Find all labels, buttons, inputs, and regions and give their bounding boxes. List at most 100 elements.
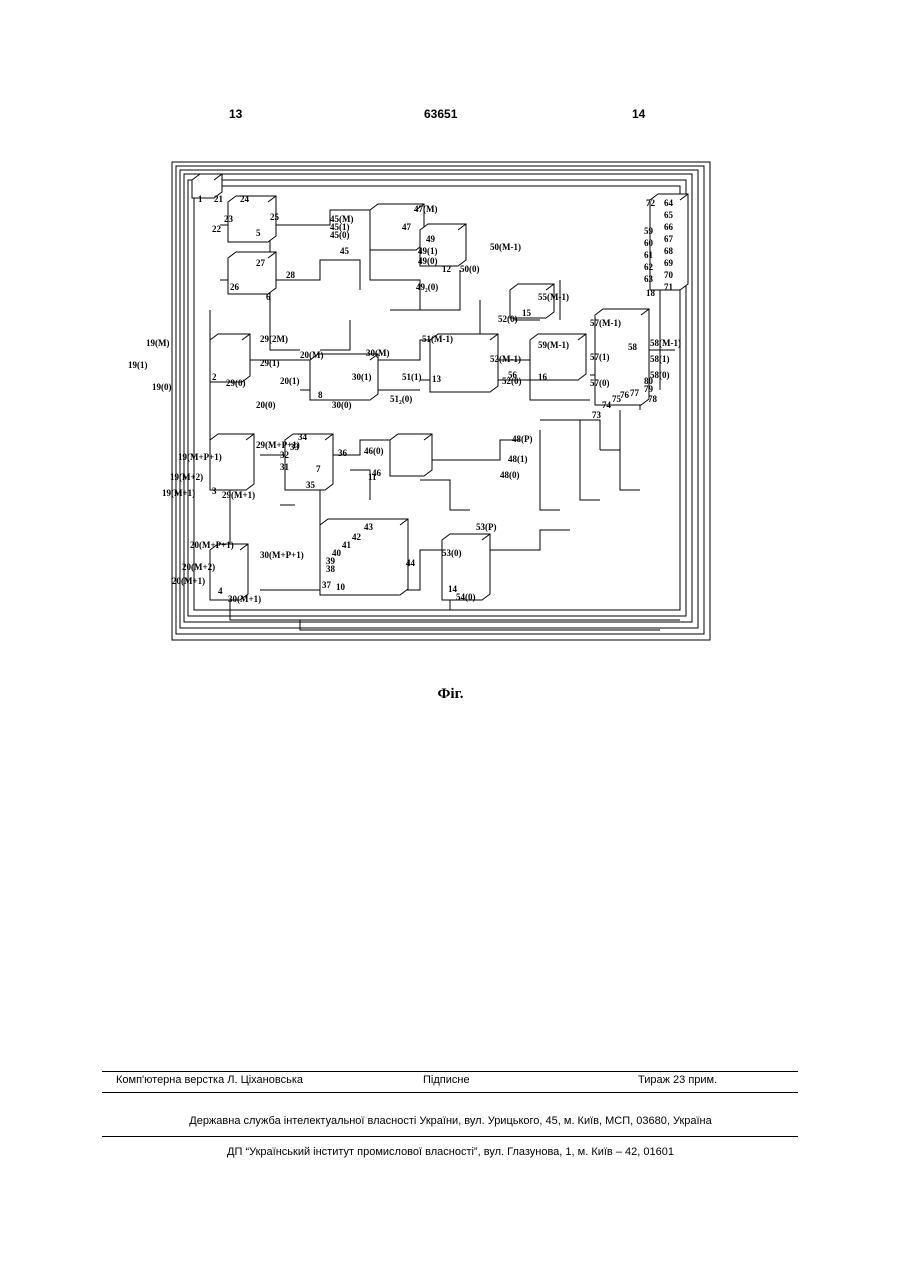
figure-label: 3 — [212, 486, 217, 496]
figure-label: 4 — [218, 586, 223, 596]
wire-run — [620, 410, 640, 490]
figure-label: 30(1) — [352, 372, 372, 382]
figure-label: 57(М-1) — [590, 318, 621, 328]
figure-label: 50(0) — [460, 264, 480, 274]
figure-label: 19(1) — [128, 360, 148, 370]
figure-label: 19(0) — [152, 382, 172, 392]
circulation-note: Тираж 23 прим. — [638, 1074, 717, 1086]
figure-label: 67 — [664, 234, 674, 244]
wire-run — [490, 530, 570, 550]
figure-label: 72 — [646, 198, 656, 208]
figure-label: 63 — [644, 274, 654, 284]
footer-rule-top — [102, 1071, 798, 1072]
figure-label: 48(0) — [500, 470, 520, 480]
figure-label: 32 — [280, 450, 290, 460]
figure-label: 45 — [340, 246, 350, 256]
figure-caption: Фіг. — [0, 686, 901, 703]
figure-label: 73 — [592, 410, 602, 420]
figure-label: 28 — [286, 270, 296, 280]
figure-label: 49(0) — [418, 256, 438, 266]
figure-label: 29(0) — [226, 378, 246, 388]
figure-label: 69 — [664, 258, 674, 268]
figure-label: 23 — [224, 214, 234, 224]
figure-label: 29(2М) — [260, 334, 288, 344]
figure-label: 20(М+Р+1) — [190, 540, 234, 550]
figure-label: 71 — [664, 282, 674, 292]
wire-run — [320, 320, 350, 350]
figure-label: 64 — [664, 198, 674, 208]
figure-label: 35 — [306, 480, 316, 490]
figure-label: 58 — [628, 342, 638, 352]
institute-address: ДП “Український інститут промислової вла… — [0, 1146, 901, 1158]
figure-label: 29(1) — [260, 358, 280, 368]
figure-label: 18 — [646, 288, 656, 298]
figure-label: 20(М+2) — [182, 562, 215, 572]
figure-label: 53(Р) — [476, 522, 497, 532]
figure-label: 15 — [522, 308, 532, 318]
figure-label: 37 — [322, 580, 332, 590]
figure-label: 21 — [214, 194, 224, 204]
figure-label: 48(1) — [508, 454, 528, 464]
figure-label: 59 — [644, 226, 654, 236]
wire-run — [350, 470, 370, 500]
figure-label: 1 — [198, 194, 203, 204]
figure-label: 19(М+1) — [162, 488, 195, 498]
figure-label: 38 — [326, 564, 336, 574]
figure-label: 59(М-1) — [538, 340, 569, 350]
wire-run — [540, 430, 560, 510]
figure-label: 47 — [402, 222, 412, 232]
figure-label: 20(М) — [300, 350, 324, 360]
typesetting-credit: Комп'ютерна верстка Л. Ціхановська — [116, 1074, 303, 1086]
figure-label: 43 — [364, 522, 374, 532]
figure-label: 29(М+1) — [222, 490, 255, 500]
figure-label: 30(0) — [332, 400, 352, 410]
wire-run — [420, 440, 520, 460]
figure-label: 57(1) — [590, 352, 610, 362]
figure-label: 8 — [318, 390, 323, 400]
figure-label: 2 — [212, 372, 217, 382]
figure-label: 57(0) — [590, 378, 610, 388]
figure-label: 42 — [352, 532, 362, 542]
figure-label: 51(М-1) — [422, 334, 453, 344]
figure-label: 77 — [630, 388, 640, 398]
circuit-diagram: 121242322255272628645(М)45(1)45(0)4547(М… — [120, 150, 760, 670]
page-number-left: 13 — [229, 107, 242, 121]
figure-label: 76 — [620, 390, 630, 400]
figure-label: 62 — [644, 262, 654, 272]
figure-label: 13 — [432, 374, 442, 384]
figure-label: 7 — [316, 464, 321, 474]
figure-label: 20(М+1) — [172, 576, 205, 586]
figure-label: 30(М+1) — [228, 594, 261, 604]
figure-label: 31 — [280, 462, 290, 472]
agency-address: Державна служба інтелектуальної власност… — [0, 1115, 901, 1127]
figure-label: 30(М) — [366, 348, 390, 358]
figure-label: 16 — [538, 372, 548, 382]
figure-label: 45(0) — [330, 230, 350, 240]
patent-figure: 121242322255272628645(М)45(1)45(0)4547(М… — [120, 150, 760, 670]
figure-label: 5 — [256, 228, 261, 238]
page-number-right: 14 — [632, 107, 645, 121]
figure-label: 51₂(0) — [390, 394, 412, 404]
figure-label: 55(М-1) — [538, 292, 569, 302]
figure-label: 27 — [256, 258, 266, 268]
wire-run — [580, 420, 600, 500]
figure-label: 58(1) — [650, 354, 670, 364]
figure-label: 54(0) — [456, 592, 476, 602]
figure-label: 19(М+2) — [170, 472, 203, 482]
figure-label: 52(М-1) — [490, 354, 521, 364]
wire-run — [600, 450, 620, 470]
figure-label: 46(0) — [364, 446, 384, 456]
figure-label: 65 — [664, 210, 674, 220]
footer-rule-bottom — [102, 1136, 798, 1137]
figure-label: 47(М) — [414, 204, 438, 214]
figure-label: 49 — [426, 234, 436, 244]
figure-label: 33 — [290, 442, 300, 452]
figure-label: 22 — [212, 224, 222, 234]
figure-label: 49₂(0) — [416, 282, 438, 292]
figure-label: 20(0) — [256, 400, 276, 410]
footer-rule-middle — [102, 1092, 798, 1093]
figure-label: 74 — [602, 400, 612, 410]
figure-label: 12 — [442, 264, 452, 274]
figure-label: 50(М-1) — [490, 242, 521, 252]
figure-label: 68 — [664, 246, 674, 256]
